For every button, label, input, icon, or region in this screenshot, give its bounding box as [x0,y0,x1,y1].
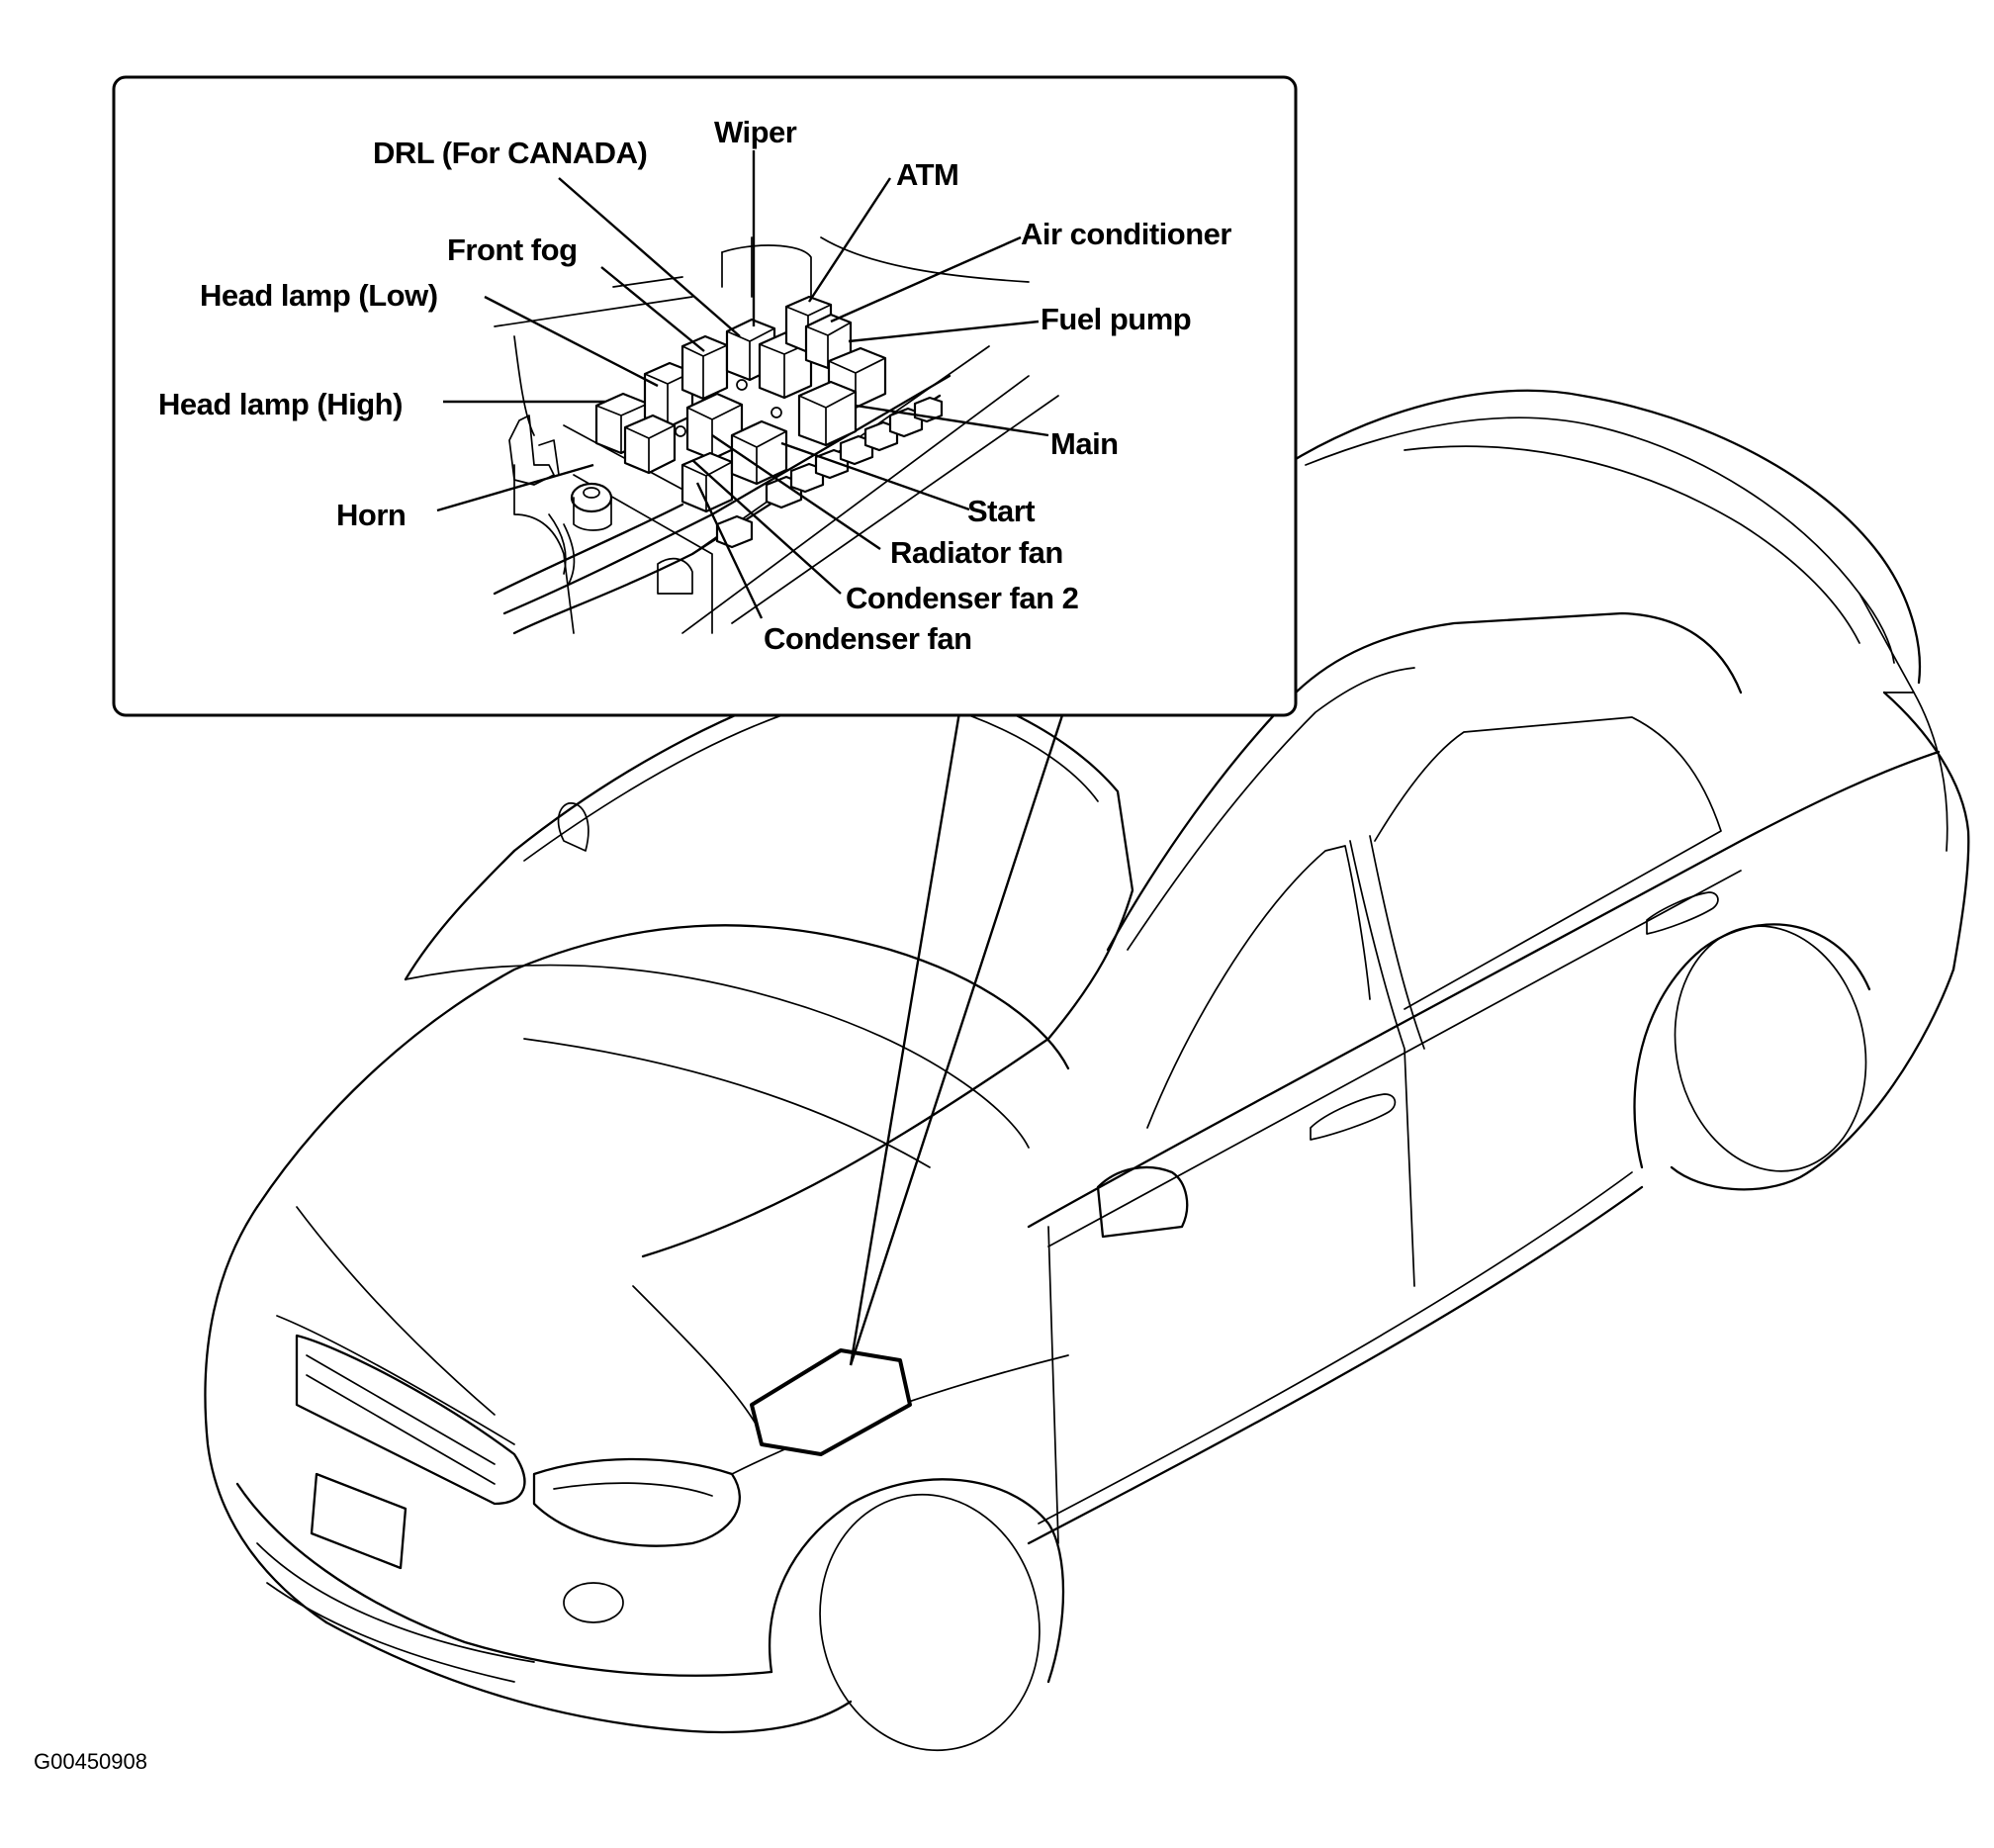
leader-horn [436,463,594,512]
car-outline [204,389,1970,1752]
leader-air-conditioner [830,235,1022,323]
label-main: Main [1050,426,1119,461]
leader-condenser-fan-2 [691,459,842,595]
relay-start [730,419,788,486]
label-air-conditioner: Air conditioner [1021,217,1231,251]
relay-head-lamp-low [643,361,694,429]
label-head-lamp-low: Head lamp (Low) [200,278,438,313]
leader-front-fog [600,266,705,352]
relay-labels: DRL (For CANADA) Wiper ATM Air condition… [158,115,1232,656]
leader-lines [436,150,1049,619]
leader-fuel-pump [848,320,1040,343]
leader-start [780,441,970,511]
relay-main [797,380,858,447]
leader-drl [558,177,741,337]
label-wiper: Wiper [714,115,797,149]
label-drl: DRL (For CANADA) [373,136,647,170]
label-start: Start [967,494,1035,528]
label-horn: Horn [336,498,406,532]
label-head-lamp-high: Head lamp (High) [158,387,403,421]
label-condenser-fan: Condenser fan [764,621,972,656]
relay-radiator-fan [685,392,744,461]
figure-code: G00450908 [34,1749,147,1774]
relay-box-illustration [493,236,1059,635]
leader-main [855,404,1049,437]
label-condenser-fan-2: Condenser fan 2 [846,581,1078,615]
relay-front-fog [680,334,729,401]
label-front-fog: Front fog [447,232,578,267]
leader-atm [807,177,892,303]
label-atm: ATM [896,157,958,192]
relay-horn [623,414,677,475]
label-radiator-fan: Radiator fan [890,535,1063,570]
label-fuel-pump: Fuel pump [1041,302,1191,336]
relay-condenser-fan [680,451,734,513]
leader-head-lamp-low [484,295,659,388]
leader-radiator-fan [711,434,881,550]
leader-condenser-fan [695,482,764,619]
